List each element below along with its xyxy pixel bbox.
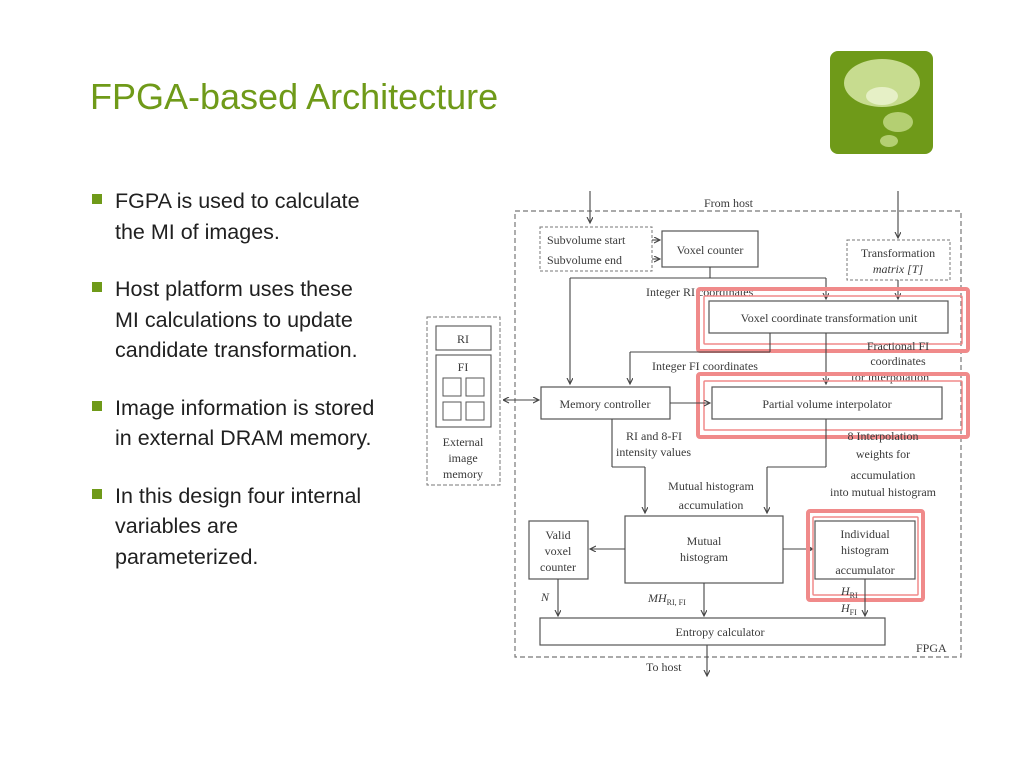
h-ri-label: HRI	[840, 584, 858, 600]
h-ri-subscript: RI	[850, 591, 858, 600]
bullet-text: Image information is stored in external …	[115, 395, 375, 451]
voxel-counter-label: Voxel counter	[677, 243, 744, 257]
from-host-label: From host	[704, 196, 754, 210]
voxel-coordinate-transformation-unit-box	[708, 300, 949, 334]
external-memory-label-2: image	[448, 451, 477, 465]
h-ri-text: H	[840, 584, 851, 598]
bullet-text: FGPA is used to calculate the MI of imag…	[115, 189, 360, 244]
h-fi-label: HFI	[840, 601, 857, 617]
individual-acc-label-1: Individual	[840, 527, 890, 541]
mh-text: MH	[647, 591, 668, 605]
valid-voxel-label-1: Valid	[545, 528, 570, 542]
bullet-marker	[92, 400, 102, 411]
n-label: N	[540, 590, 550, 604]
to-host-label: To host	[646, 660, 682, 674]
interp-weights-label-3: accumulation	[851, 468, 916, 482]
entropy-calculator-label: Entropy calculator	[676, 625, 765, 639]
ri-fi-values-label-2: intensity values	[616, 445, 691, 459]
interp-weights-label-4: into mutual histogram	[830, 485, 937, 499]
mutual-histogram-label-1: Mutual	[687, 534, 722, 548]
fractional-fi-label-2: coordinates	[870, 354, 926, 368]
highlight-transformation-unit	[696, 287, 970, 353]
bullet-marker	[92, 194, 102, 204]
bullet-text: Host platform uses these MI calculations…	[115, 277, 358, 362]
transformation-matrix-label-2: matrix [T]	[873, 262, 924, 276]
mutual-accumulation-label-1: Mutual histogram	[668, 479, 754, 493]
transformation-matrix-label-1: Transformation	[861, 246, 935, 260]
bullet-item: Host platform uses these MI calculations…	[90, 274, 380, 366]
mh-subscript: RI, FI	[667, 598, 686, 607]
transformation-matrix-box	[846, 239, 951, 281]
voxel-counter-box	[661, 230, 759, 268]
ri-label: RI	[457, 332, 469, 346]
partial-volume-interpolator-label: Partial volume interpolator	[762, 397, 891, 411]
fractional-fi-label-1: Fractional FI	[867, 339, 929, 353]
voxel-coordinate-transformation-unit-label: Voxel coordinate transformation unit	[741, 311, 918, 325]
bullet-list: FGPA is used to calculate the MI of imag…	[90, 186, 380, 599]
ri-fi-values-label-1: RI and 8-FI	[626, 429, 682, 443]
subvolume-box	[539, 226, 653, 272]
bullet-item: Image information is stored in external …	[90, 393, 380, 454]
speech-bubble-logo-icon	[830, 51, 933, 154]
individual-acc-label-3: accumulator	[835, 563, 894, 577]
external-memory-label-3: memory	[443, 467, 483, 481]
mutual-accumulation-label-2: accumulation	[679, 498, 744, 512]
individual-acc-label-2: histogram	[841, 543, 890, 557]
memory-controller-label: Memory controller	[560, 397, 651, 411]
fpga-label: FPGA	[916, 641, 947, 655]
mh-label: MHRI, FI	[647, 591, 686, 607]
bullet-item: In this design four internal variables a…	[90, 481, 380, 573]
bullet-item: FGPA is used to calculate the MI of imag…	[90, 186, 380, 247]
highlight-interpolator	[696, 372, 970, 439]
ri-box	[435, 325, 492, 351]
valid-voxel-label-2: voxel	[545, 544, 572, 558]
mutual-histogram-label-2: histogram	[680, 550, 729, 564]
valid-voxel-counter-box	[528, 520, 589, 580]
h-fi-text: H	[840, 601, 851, 615]
bullet-marker	[92, 488, 102, 499]
mutual-histogram-box	[624, 515, 784, 584]
bullet-text: In this design four internal variables a…	[115, 483, 362, 569]
individual-histogram-accumulator-box	[814, 520, 916, 580]
interp-weights-label-1: 8 Interpolation	[848, 429, 919, 443]
interp-weights-label-2: weights for	[856, 447, 910, 461]
subvolume-end-label: Subvolume end	[547, 253, 622, 267]
external-image-memory-box	[426, 316, 501, 486]
memory-controller-box	[540, 386, 671, 420]
subvolume-start-label: Subvolume start	[547, 233, 626, 247]
h-fi-subscript: FI	[850, 608, 857, 617]
bullet-marker	[92, 282, 102, 292]
fi-label: FI	[458, 360, 469, 374]
slide-title: FPGA-based Architecture	[90, 76, 499, 117]
valid-voxel-label-3: counter	[540, 560, 576, 574]
entropy-calculator-box	[539, 617, 886, 646]
fpga-architecture-diagram: FPGA From host To host Subvolume start S…	[426, 191, 970, 682]
integer-fi-coordinates-label: Integer FI coordinates	[652, 359, 758, 373]
fpga-boundary	[514, 210, 962, 658]
partial-volume-interpolator-box	[711, 386, 943, 420]
external-memory-label-1: External	[443, 435, 484, 449]
